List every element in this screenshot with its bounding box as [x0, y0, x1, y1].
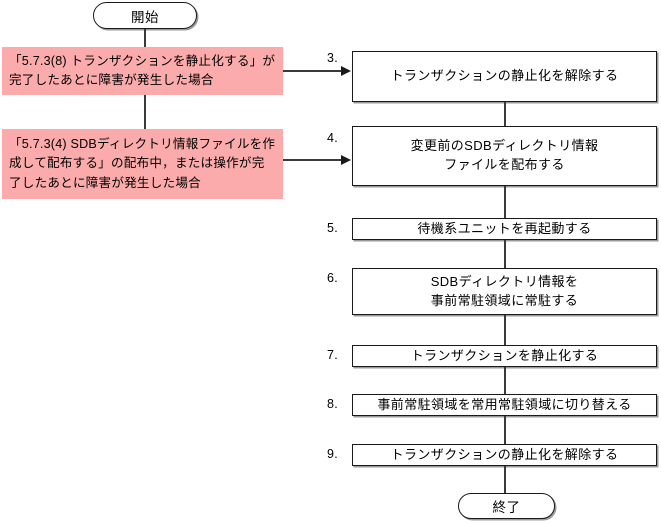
step-number-4: 4.: [327, 131, 339, 145]
condition-1-text: 「5.7.3(8) トランザクションを静止化する」が完了したあとに障害が発生した…: [9, 53, 276, 87]
connector-step-8-to-step-9: [504, 416, 506, 444]
process-3-label: トランザクションの静止化を解除する: [390, 68, 619, 84]
process-8-label: 事前常駐領域を常用常駐領域に切り替える: [377, 396, 632, 412]
process-4-label: 変更前のSDBディレクトリ情報 ファイルを配布する: [410, 138, 599, 172]
start-node-label: 開始: [131, 9, 159, 25]
process-box-8: 事前常駐領域を常用常駐領域に切り替える: [352, 394, 657, 416]
step-number-5: 5.: [327, 221, 339, 235]
process-7-label: トランザクションを静止化する: [410, 347, 599, 363]
process-box-9: トランザクションの静止化を解除する: [352, 444, 657, 466]
process-box-6: SDBディレクトリ情報を 事前常駐領域に常駐する: [352, 268, 657, 315]
condition-2-text: 「5.7.3(4) SDBディレクトリ情報ファイルを作成して配布する」の配布中，…: [9, 137, 276, 190]
connector-condition-1-to-condition-2: [144, 95, 146, 130]
step-number-6: 6.: [327, 271, 339, 285]
connector-step-4-to-step-5: [504, 186, 506, 218]
process-5-label: 待機系ユニットを再起動する: [417, 220, 592, 236]
end-node-label: 終了: [492, 500, 521, 515]
end-node: 終了: [458, 493, 555, 519]
start-node: 開始: [93, 2, 197, 29]
connector-step-5-to-step-6: [504, 240, 506, 268]
connector-step-7-to-step-8: [504, 367, 506, 394]
step-number-7: 7.: [327, 348, 339, 362]
connector-start-to-condition-1: [144, 29, 146, 48]
process-box-3: トランザクションの静止化を解除する: [352, 51, 657, 102]
condition-box-1: 「5.7.3(8) トランザクションを静止化する」が完了したあとに障害が発生した…: [2, 47, 283, 95]
process-box-7: トランザクションを静止化する: [352, 345, 657, 367]
connector-step-6-to-step-7: [504, 315, 506, 345]
process-box-5: 待機系ユニットを再起動する: [352, 218, 657, 240]
step-number-9: 9.: [327, 447, 339, 461]
step-number-3: 3.: [327, 51, 339, 65]
connector-condition-2-to-step-4: [283, 159, 342, 161]
connector-condition-1-to-step-3: [283, 70, 342, 72]
process-6-label: SDBディレクトリ情報を 事前常駐領域に常駐する: [430, 273, 579, 308]
connector-step-3-to-step-4: [504, 102, 506, 126]
connector-step-9-to-end: [504, 466, 506, 493]
condition-box-2: 「5.7.3(4) SDBディレクトリ情報ファイルを作成して配布する」の配布中，…: [2, 129, 283, 199]
step-number-8: 8.: [327, 397, 339, 411]
process-box-4: 変更前のSDBディレクトリ情報 ファイルを配布する: [352, 126, 657, 186]
arrowhead-to-step-4: [341, 154, 351, 165]
arrowhead-to-step-3: [341, 65, 351, 76]
process-9-label: トランザクションの静止化を解除する: [390, 446, 619, 462]
